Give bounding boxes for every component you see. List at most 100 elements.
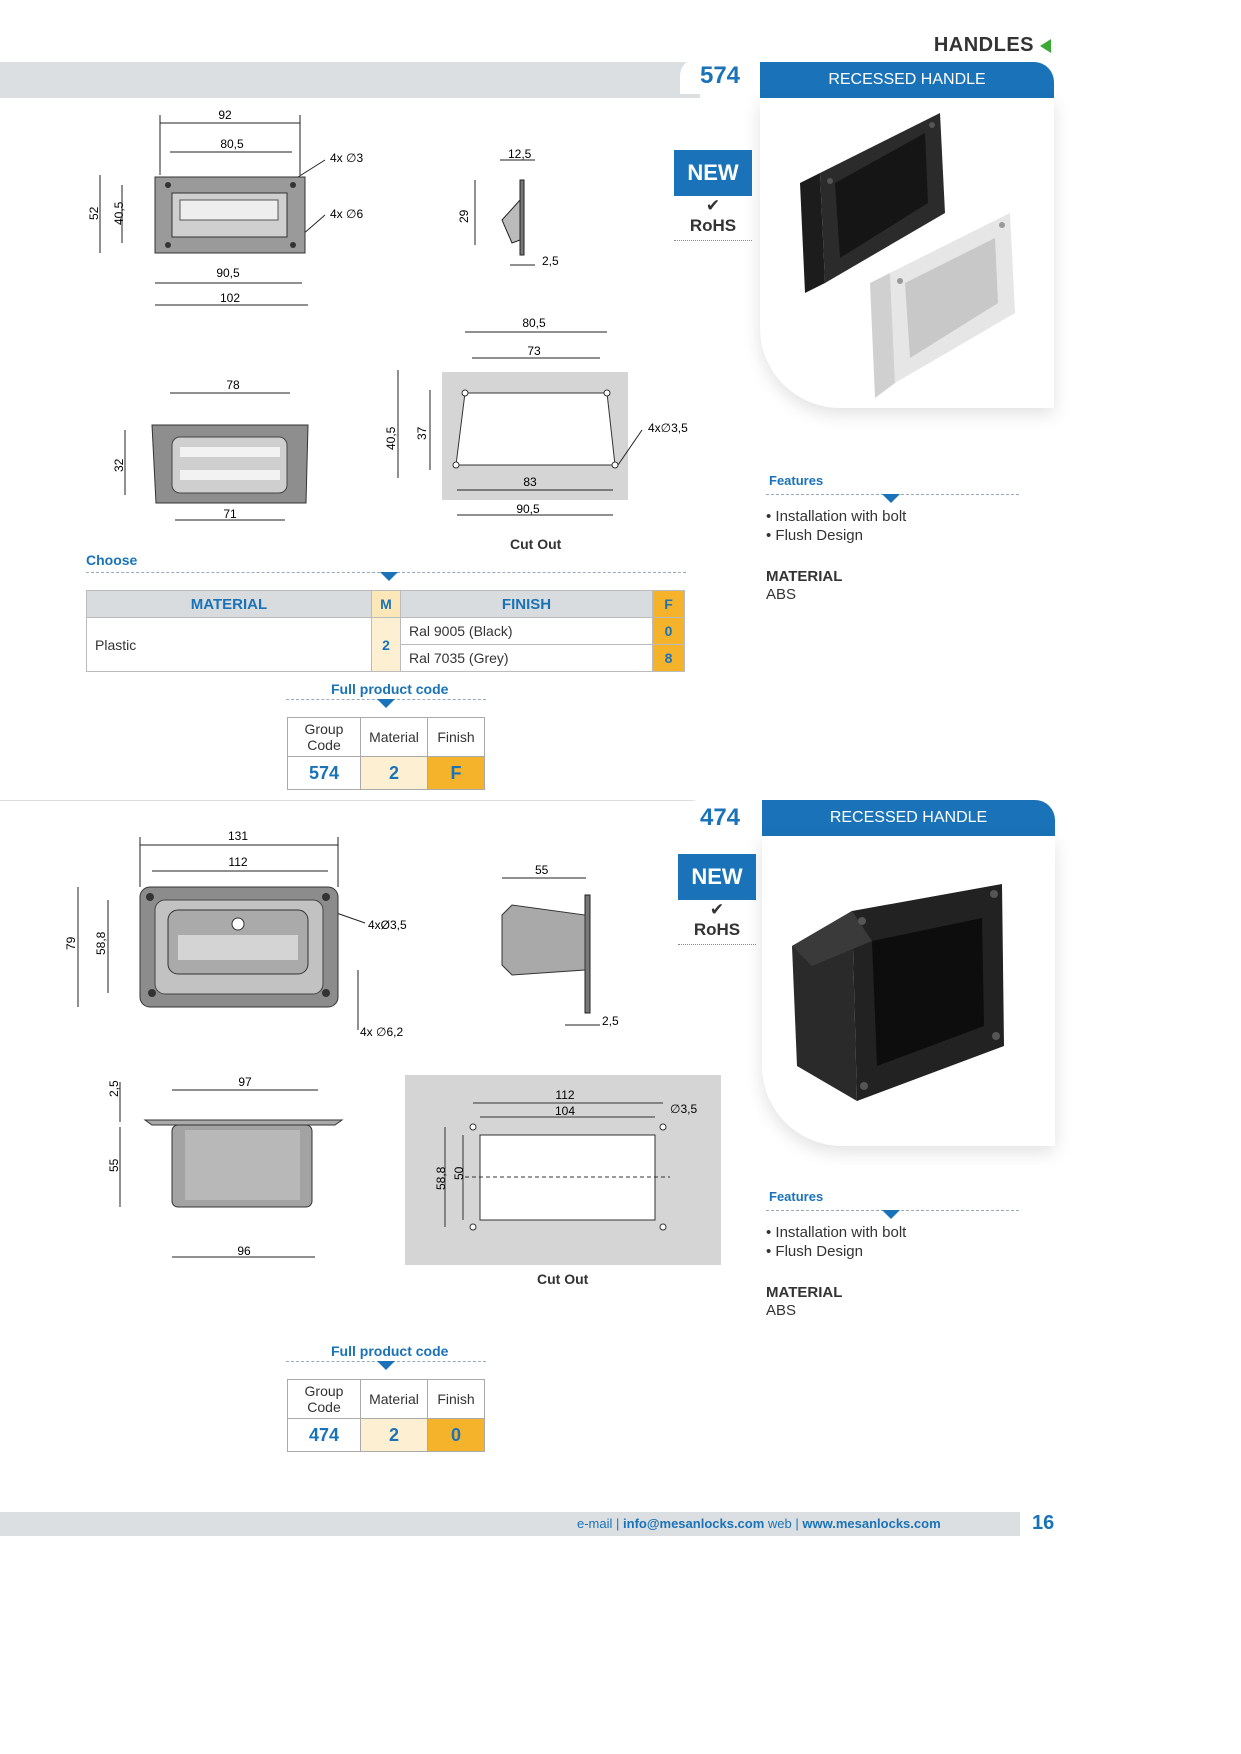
drawing-cutout-574: 80,5 73 40,5 37 4x∅3,5 83 90,5 bbox=[384, 316, 688, 516]
dim-label: 71 bbox=[223, 507, 237, 521]
handle-photo bbox=[800, 113, 1015, 398]
dim-label: 50 bbox=[452, 1166, 466, 1180]
dim-label: 55 bbox=[535, 863, 549, 877]
fpc-h-material: Material bbox=[360, 1379, 428, 1419]
footer-band bbox=[0, 1512, 1020, 1536]
handle-photo bbox=[792, 884, 1004, 1101]
col-material: MATERIAL bbox=[86, 590, 372, 618]
dim-label: 4x ∅6,2 bbox=[360, 1025, 403, 1039]
cutout-label: Cut Out bbox=[510, 536, 562, 552]
new-badge: NEW bbox=[678, 854, 756, 900]
dim-label: 52 bbox=[87, 206, 101, 220]
dim-label: 79 bbox=[64, 936, 78, 950]
dim-label: 29 bbox=[457, 209, 471, 223]
dim-label: 73 bbox=[527, 344, 541, 358]
drawing-side-view-574: 12,5 29 2,5 bbox=[457, 147, 559, 268]
dim-label: ∅3,5 bbox=[670, 1102, 697, 1116]
material-heading: MATERIAL bbox=[766, 1284, 843, 1301]
features-label: Features bbox=[769, 473, 824, 488]
feature-item: • Installation with bolt bbox=[766, 508, 907, 525]
finish-code: 8 bbox=[652, 644, 685, 672]
material-cell: Plastic bbox=[86, 617, 372, 672]
material-code: 2 bbox=[371, 617, 401, 672]
check-icon: ✔ bbox=[709, 900, 725, 919]
col-finish: FINISH bbox=[400, 590, 653, 618]
fpc-table: Group Code Material Finish 574 2 F bbox=[287, 717, 485, 790]
dim-label: 83 bbox=[523, 475, 537, 489]
fpc-material: 2 bbox=[360, 756, 428, 790]
feature-item: • Flush Design bbox=[766, 527, 863, 544]
features-list: • Installation with bolt • Flush Design bbox=[766, 507, 906, 545]
rohs-mark: ✔ RoHS bbox=[674, 196, 752, 241]
dim-label: 2,5 bbox=[107, 1080, 121, 1097]
new-badge: NEW bbox=[674, 150, 752, 196]
dim-label: 102 bbox=[220, 291, 240, 305]
footer-contact: e-mail | info@mesanlocks.com web | www.m… bbox=[577, 1516, 941, 1531]
arrow-down-icon bbox=[882, 494, 900, 503]
dim-label: 40,5 bbox=[112, 201, 126, 225]
header-band bbox=[0, 62, 700, 98]
fpc-h-material: Material bbox=[360, 717, 428, 757]
dim-label: 55 bbox=[107, 1158, 121, 1172]
fpc-table: Group Code Material Finish 474 2 0 bbox=[287, 1379, 485, 1452]
dim-label: 12,5 bbox=[508, 147, 532, 161]
choose-table: MATERIAL M FINISH F Plastic 2 Ral 9005 (… bbox=[86, 590, 685, 672]
fpc-finish: F bbox=[427, 756, 485, 790]
dim-label: 90,5 bbox=[516, 502, 540, 516]
col-m: M bbox=[371, 590, 401, 618]
dim-label: 131 bbox=[228, 829, 248, 843]
dim-label: 4x ∅6 bbox=[330, 207, 363, 221]
dim-label: 58,8 bbox=[94, 931, 108, 955]
col-f: F bbox=[652, 590, 685, 618]
dim-label: 96 bbox=[237, 1244, 251, 1258]
arrow-down-icon bbox=[377, 1361, 395, 1370]
drawing-side-view-474: 55 2,5 bbox=[501, 863, 619, 1028]
finish-code: 0 bbox=[652, 617, 685, 645]
section-title: HANDLES bbox=[934, 34, 1051, 57]
cutout-label: Cut Out bbox=[537, 1271, 589, 1287]
drawing-front-view-474: 97 2,5 55 96 bbox=[107, 1075, 344, 1258]
feature-item: • Flush Design bbox=[766, 1243, 863, 1260]
dim-label: 90,5 bbox=[216, 266, 240, 280]
email-link[interactable]: info@mesanlocks.com bbox=[623, 1516, 765, 1531]
product-name-tab: RECESSED HANDLE bbox=[762, 800, 1055, 836]
product-photo-474 bbox=[762, 836, 1055, 1146]
fpc-finish: 0 bbox=[427, 1418, 485, 1452]
dim-label: 92 bbox=[218, 108, 232, 122]
features-label: Features bbox=[769, 1189, 824, 1204]
fpc-h-group: Group Code bbox=[287, 717, 361, 757]
drawing-top-view-474: 131 112 4xØ3,5 4x ∅6,2 79 58,8 bbox=[64, 829, 407, 1039]
finish-cell: Ral 9005 (Black) bbox=[400, 617, 653, 645]
arrow-left-icon bbox=[1040, 38, 1051, 53]
fpc-h-finish: Finish bbox=[427, 717, 485, 757]
dim-label: 40,5 bbox=[384, 426, 398, 450]
fpc-h-finish: Finish bbox=[427, 1379, 485, 1419]
dim-label: 4xØ3,5 bbox=[368, 918, 407, 932]
web-link[interactable]: www.mesanlocks.com bbox=[802, 1516, 941, 1531]
product-code-474: 474 bbox=[680, 800, 760, 836]
check-icon: ✔ bbox=[705, 196, 721, 215]
product-code-574: 574 bbox=[680, 58, 760, 94]
fpc-label: Full product code bbox=[331, 681, 449, 697]
dim-label: 78 bbox=[226, 378, 240, 392]
dim-label: 97 bbox=[238, 1075, 252, 1089]
dim-label: 112 bbox=[228, 855, 247, 869]
arrow-down-icon bbox=[882, 1210, 900, 1219]
finish-cell: Ral 7035 (Grey) bbox=[400, 644, 653, 672]
drawing-top-view-574: 92 80,5 4x ∅3 4x ∅6 52 40,5 90,5 102 bbox=[87, 108, 363, 306]
dim-label: 112 bbox=[555, 1088, 574, 1102]
dim-label: 4x ∅3 bbox=[330, 151, 363, 165]
dim-label: 4x∅3,5 bbox=[648, 421, 688, 435]
page-number: 16 bbox=[1032, 1512, 1055, 1534]
fpc-group: 574 bbox=[287, 756, 361, 790]
dim-label: 80,5 bbox=[220, 137, 244, 151]
material-value: ABS bbox=[766, 586, 797, 603]
dim-label: 80,5 bbox=[522, 316, 546, 330]
fpc-h-group: Group Code bbox=[287, 1379, 361, 1419]
drawing-front-view-574: 78 32 71 bbox=[112, 378, 309, 521]
arrow-down-icon bbox=[377, 699, 395, 708]
choose-label: Choose bbox=[86, 552, 138, 568]
product-photo-574 bbox=[760, 98, 1054, 408]
product-name-tab: RECESSED HANDLE bbox=[760, 62, 1054, 98]
dim-label: 37 bbox=[415, 426, 429, 440]
